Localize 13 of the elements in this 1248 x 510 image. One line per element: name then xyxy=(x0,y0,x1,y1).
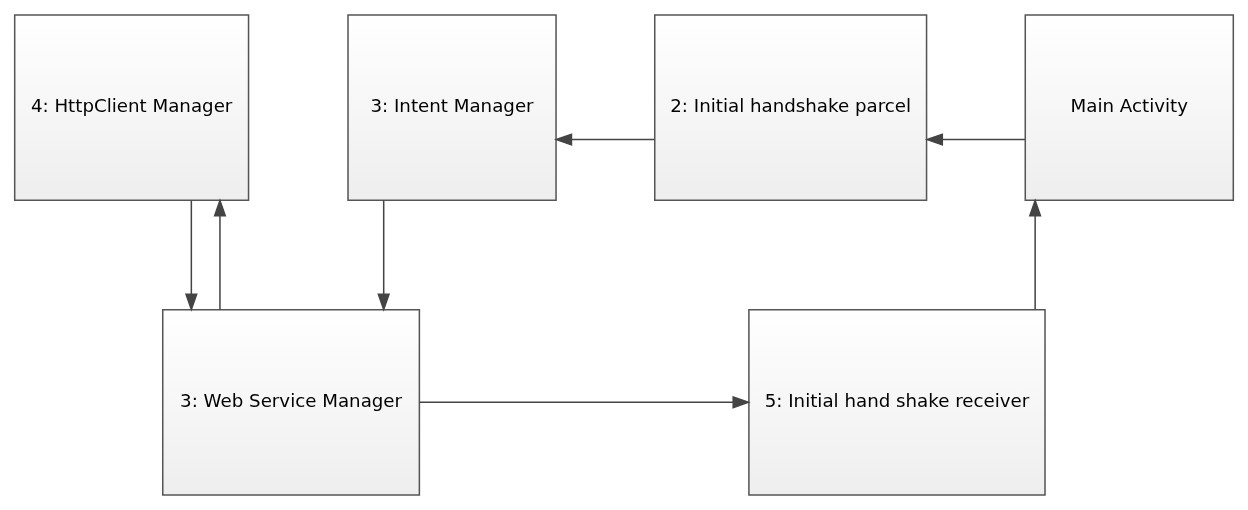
node-box: 5: Initial hand shake receiver xyxy=(748,308,1046,496)
node-box: 3: Intent Manager xyxy=(347,14,557,202)
node-box: 3: Web Service Manager xyxy=(162,308,421,496)
node-box: 2: Initial handshake parcel xyxy=(654,14,928,202)
node-box: Main Activity xyxy=(1024,14,1235,202)
node-box: 4: HttpClient Manager xyxy=(13,14,250,202)
arrow xyxy=(924,133,1026,146)
arrow xyxy=(213,198,227,311)
arrow xyxy=(1028,198,1042,311)
arrow xyxy=(418,395,751,409)
arrow xyxy=(184,199,198,312)
arrow xyxy=(377,199,391,312)
arrow xyxy=(553,133,656,146)
